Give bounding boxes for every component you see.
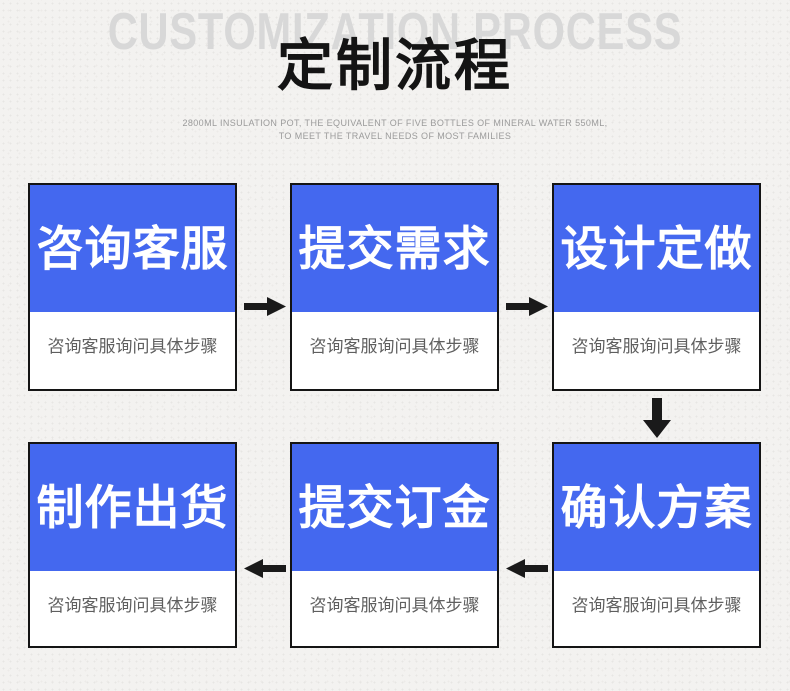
card-title: 制作出货 — [36, 481, 229, 534]
watermark-title: CUSTOMIZATION PROCESS — [107, 3, 683, 61]
card-body: 咨询客服询问具体步骤 — [292, 571, 497, 616]
card-body: 咨询客服询问具体步骤 — [554, 312, 759, 357]
card-header: 提交需求 — [292, 185, 497, 312]
card-title: 设计定做 — [560, 222, 753, 275]
card-header: 确认方案 — [554, 444, 759, 571]
card-description: 咨询客服询问具体步骤 — [309, 337, 480, 356]
process-card-confirm-plan: 确认方案 咨询客服询问具体步骤 — [552, 442, 761, 648]
process-card-production-shipping: 制作出货 咨询客服询问具体步骤 — [28, 442, 237, 648]
card-title: 确认方案 — [560, 481, 753, 534]
process-card-consult-service: 咨询客服 咨询客服询问具体步骤 — [28, 183, 237, 391]
card-body: 咨询客服询问具体步骤 — [292, 312, 497, 357]
arrow-left-icon — [244, 559, 286, 578]
card-title: 提交需求 — [298, 222, 491, 275]
subtitle-line-1: 2800ML INSULATION POT, THE EQUIVALENT OF… — [182, 118, 608, 128]
card-body: 咨询客服询问具体步骤 — [30, 312, 235, 357]
card-description: 咨询客服询问具体步骤 — [309, 596, 480, 615]
card-description: 咨询客服询问具体步骤 — [571, 596, 742, 615]
process-card-submit-deposit: 提交订金 咨询客服询问具体步骤 — [290, 442, 499, 648]
arrow-right-icon — [506, 297, 548, 316]
card-header: 制作出货 — [30, 444, 235, 571]
card-body: 咨询客服询问具体步骤 — [554, 571, 759, 616]
subtitle-line-2: TO MEET THE TRAVEL NEEDS OF MOST FAMILIE… — [278, 131, 512, 141]
card-title: 提交订金 — [298, 481, 491, 534]
card-description: 咨询客服询问具体步骤 — [571, 337, 742, 356]
card-header: 咨询客服 — [30, 185, 235, 312]
card-header: 提交订金 — [292, 444, 497, 571]
page-title: 定制流程 — [277, 34, 513, 97]
process-card-design-customize: 设计定做 咨询客服询问具体步骤 — [552, 183, 761, 391]
process-card-submit-requirements: 提交需求 咨询客服询问具体步骤 — [290, 183, 499, 391]
card-body: 咨询客服询问具体步骤 — [30, 571, 235, 616]
page-subtitle: 2800ML INSULATION POT, THE EQUIVALENT OF… — [0, 117, 790, 143]
arrow-left-icon — [506, 559, 548, 578]
arrow-down-icon — [643, 398, 671, 438]
arrow-right-icon — [244, 297, 286, 316]
card-title: 咨询客服 — [36, 222, 229, 275]
card-description: 咨询客服询问具体步骤 — [47, 337, 218, 356]
card-header: 设计定做 — [554, 185, 759, 312]
card-description: 咨询客服询问具体步骤 — [47, 596, 218, 615]
